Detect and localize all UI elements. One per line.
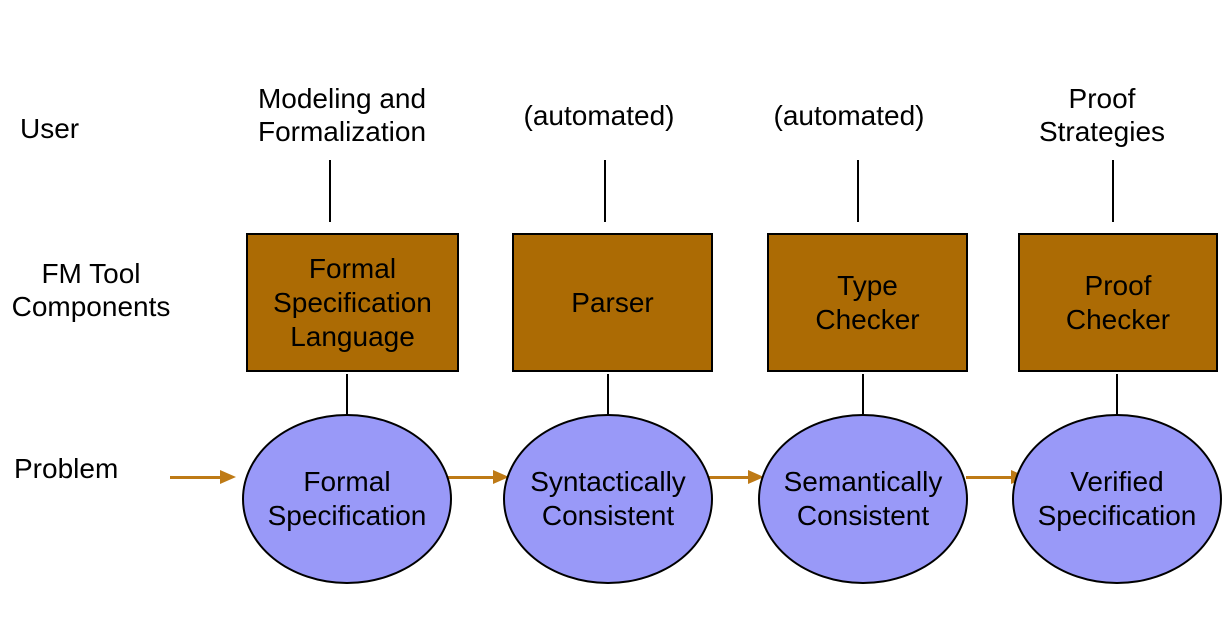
box-formal-specification-language: Formal Specification Language bbox=[246, 233, 459, 372]
ellipse-label-verified-specification: Verified Specification bbox=[1037, 466, 1197, 531]
top-label-automated-type-checker: (automated) bbox=[773, 99, 925, 131]
top-label-proof-strategies: Proof Strategies bbox=[1038, 83, 1166, 147]
box-parser: Parser bbox=[512, 233, 713, 372]
connector-label-to-box-1 bbox=[329, 160, 331, 222]
arrow-shaft bbox=[966, 475, 1011, 479]
connector-box-to-ellipse-3 bbox=[862, 374, 864, 416]
arrow-shaft bbox=[170, 475, 220, 479]
connector-box-to-ellipse-4 bbox=[1116, 374, 1118, 416]
box-type-checker: Type Checker bbox=[767, 233, 968, 372]
ellipse-label-semantically-consistent: Semantically Consistent bbox=[783, 466, 943, 531]
connector-label-to-box-2 bbox=[604, 160, 606, 222]
connector-label-to-box-3 bbox=[857, 160, 859, 222]
ellipse-label-syntactically-consistent: Syntactically Consistent bbox=[530, 466, 686, 531]
arrow-head-icon bbox=[220, 470, 236, 484]
ellipse-syntactically-consistent: Syntactically Consistent bbox=[503, 414, 713, 584]
top-label-modeling-and-formalization: Modeling and Formalization bbox=[257, 83, 427, 147]
connector-box-to-ellipse-1 bbox=[346, 374, 348, 416]
row-label-user: User bbox=[20, 113, 80, 144]
arrow-shaft bbox=[446, 475, 493, 479]
box-label-proof-checker: Proof Checker bbox=[1065, 269, 1171, 335]
box-proof-checker: Proof Checker bbox=[1018, 233, 1218, 372]
connector-box-to-ellipse-2 bbox=[607, 374, 609, 416]
arrow-shaft bbox=[702, 475, 748, 479]
box-label-formal-specification-language: Formal Specification Language bbox=[273, 252, 432, 352]
box-label-parser: Parser bbox=[571, 286, 654, 318]
arrow-problem-to-formal-specification bbox=[170, 469, 236, 485]
row-label-problem: Problem bbox=[14, 453, 119, 484]
arrow-syntactically-to-semantically-consistent bbox=[702, 469, 764, 485]
ellipse-label-formal-specification: Formal Specification bbox=[267, 466, 427, 531]
ellipse-verified-specification: Verified Specification bbox=[1012, 414, 1222, 584]
arrow-formal-spec-to-syntactically-consistent bbox=[446, 469, 509, 485]
box-label-type-checker: Type Checker bbox=[815, 269, 920, 335]
top-label-automated-parser: (automated) bbox=[523, 99, 675, 131]
ellipse-semantically-consistent: Semantically Consistent bbox=[758, 414, 968, 584]
row-label-fm-tool-components: FM Tool Components bbox=[11, 258, 171, 322]
ellipse-formal-specification: Formal Specification bbox=[242, 414, 452, 584]
connector-label-to-box-4 bbox=[1112, 160, 1114, 222]
